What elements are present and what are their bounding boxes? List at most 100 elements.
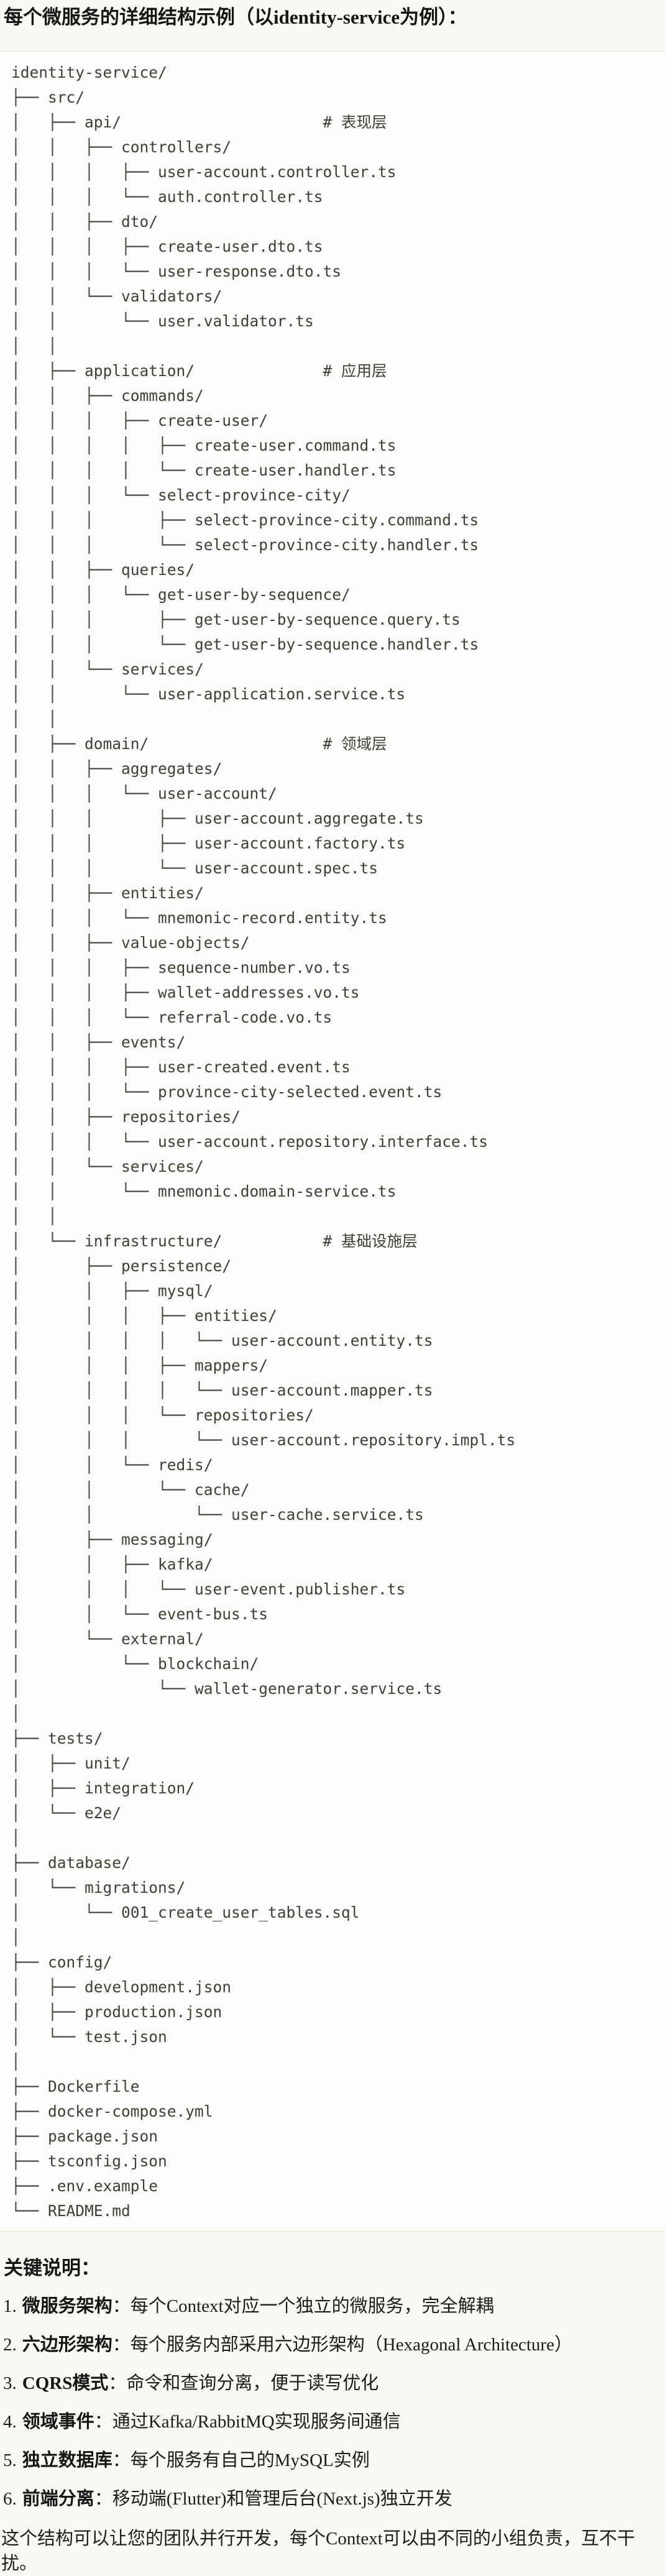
note-label: 领域事件 [22, 2412, 94, 2432]
tree-line: │ │ └── validators/ [11, 287, 222, 305]
note-item: 2.六边形架构：每个服务内部采用六边形架构（Hexagonal Architec… [3, 2332, 660, 2357]
note-text: ：每个服务内部采用六边形架构（Hexagonal Architecture） [112, 2335, 572, 2355]
tree-line: │ │ └── services/ [11, 660, 204, 678]
tree-line: │ │ │ ├── create-user/ [11, 412, 268, 430]
tree-line: │ │ │ └── referral-code.vo.ts [11, 1008, 332, 1026]
note-label: 六边形架构 [22, 2335, 112, 2355]
tree-line: │ └── external/ [11, 1630, 204, 1648]
tree-line: ├── src/ [11, 88, 85, 106]
tree-line: │ │ ├── mysql/ [11, 1282, 213, 1300]
page-title: 每个微服务的详细结构示例（以identity-service为例）： [4, 6, 467, 28]
tree-line: │ │ │ ├── get-user-by-sequence.query.ts [11, 610, 461, 628]
note-number: 3. [3, 2373, 17, 2393]
tree-line: │ [11, 1928, 21, 1946]
tree-line: │ │ ├── commands/ [11, 387, 204, 405]
note-label: 微服务架构 [22, 2296, 112, 2316]
tree-line: ├── config/ [11, 1953, 112, 1971]
closing-paragraph: 这个结构可以让您的团队并行开发，每个Context可以由不同的小组负责，互不干扰… [1, 2529, 635, 2574]
tree-line: │ │ │ └── province-city-selected.event.t… [11, 1083, 443, 1101]
tree-line: │ │ ├── dto/ [11, 213, 158, 231]
tree-line: │ ├── unit/ [11, 1754, 131, 1772]
tree-line: │ ├── development.json [11, 1978, 232, 1996]
tree-line: ├── .env.example [11, 2177, 158, 2195]
tree-line: │ │ │ └── user-account.spec.ts [11, 859, 378, 877]
note-label: 独立数据库 [22, 2450, 112, 2470]
tree-line: │ │ │ └── get-user-by-sequence/ [11, 586, 351, 604]
tree-line: │ │ ├── events/ [11, 1033, 186, 1051]
tree-line: │ └── migrations/ [11, 1879, 186, 1897]
tree-line: │ │ │ ├── select-province-city.command.t… [11, 511, 479, 529]
note-number: 1. [3, 2296, 17, 2316]
tree-line: │ │ ├── aggregates/ [11, 760, 222, 778]
document-page: 每个微服务的详细结构示例（以identity-service为例）： ident… [0, 4, 665, 2576]
notes-heading: 关键说明： [4, 2257, 100, 2279]
tree-line: │ │ ├── entities/ [11, 884, 204, 902]
notes-list: 1.微服务架构：每个Context对应一个独立的微服务，完全解耦 2.六边形架构… [0, 2294, 665, 2511]
tree-line: ├── tests/ [11, 1729, 103, 1747]
tree-line: │ │ │ │ └── create-user.handler.ts [11, 461, 397, 479]
tree-line: │ │ └── redis/ [11, 1456, 213, 1474]
tree-line: │ │ │ │ └── user-account.entity.ts [11, 1332, 433, 1350]
tree-line: │ └── e2e/ [11, 1804, 122, 1822]
tree-line: │ │ │ └── repositories/ [11, 1406, 314, 1424]
tree-line: │ │ │ └── auth.controller.ts [11, 188, 323, 206]
tree-line: │ └── wallet-generator.service.ts [11, 1680, 443, 1698]
tree-line: ├── docker-compose.yml [11, 2102, 213, 2120]
tree-line: │ │ │ └── user-event.publisher.ts [11, 1580, 406, 1598]
note-text: ：每个服务有自己的MySQL实例 [112, 2450, 370, 2470]
tree-line: │ │ ├── kafka/ [11, 1555, 213, 1573]
note-item: 4.领域事件：通过Kafka/RabbitMQ实现服务间通信 [3, 2409, 660, 2434]
tree-line: │ ├── integration/ [11, 1779, 195, 1797]
tree-line: │ │ │ └── mnemonic-record.entity.ts [11, 909, 387, 927]
note-text: ：移动端(Flutter)和管理后台(Next.js)独立开发 [94, 2489, 452, 2509]
tree-line: │ │ │ ├── user-created.event.ts [11, 1058, 351, 1076]
note-item: 6.前端分离：移动端(Flutter)和管理后台(Next.js)独立开发 [3, 2486, 660, 2511]
tree-line: │ │ │ ├── entities/ [11, 1307, 277, 1325]
note-number: 4. [3, 2412, 17, 2432]
tree-line: │ │ │ └── user-response.dto.ts [11, 262, 342, 280]
tree-line: │ ├── application/ # 应用层 [11, 362, 387, 380]
note-item: 1.微服务架构：每个Context对应一个独立的微服务，完全解耦 [3, 2294, 660, 2319]
note-text: ：通过Kafka/RabbitMQ实现服务间通信 [94, 2412, 401, 2432]
tree-line: │ │ └── user-cache.service.ts [11, 1506, 424, 1524]
tree-line: │ │ │ └── get-user-by-sequence.handler.t… [11, 635, 479, 653]
tree-line: │ │ │ │ └── user-account.mapper.ts [11, 1381, 433, 1399]
tree-line: │ │ │ ├── mappers/ [11, 1356, 268, 1374]
tree-line: │ [11, 1704, 21, 1723]
tree-line: ├── database/ [11, 1854, 131, 1872]
tree-line: │ [11, 1829, 21, 1847]
tree-line: │ ├── persistence/ [11, 1257, 232, 1275]
tree-line: │ ├── messaging/ [11, 1530, 213, 1548]
tree-line: │ │ │ ├── create-user.dto.ts [11, 237, 323, 255]
tree-line: │ │ │ ├── sequence-number.vo.ts [11, 959, 351, 977]
directory-tree: identity-service/├── src/│ ├── api/ # 表现… [11, 60, 655, 2224]
tree-line: ├── package.json [11, 2127, 158, 2145]
note-number: 6. [3, 2489, 17, 2509]
tree-line: │ │ ├── repositories/ [11, 1108, 241, 1126]
tree-line: │ └── 001_create_user_tables.sql [11, 1903, 360, 1921]
tree-line: │ └── infrastructure/ # 基础设施层 [11, 1232, 418, 1250]
tree-line: │ ├── api/ # 表现层 [11, 113, 387, 131]
tree-line: │ │ ├── controllers/ [11, 138, 232, 156]
tree-line: │ │ │ └── user-account/ [11, 784, 277, 803]
tree-line: │ ├── production.json [11, 2003, 222, 2021]
tree-line: │ │ │ ├── wallet-addresses.vo.ts [11, 983, 360, 1001]
tree-line: │ │ │ ├── user-account.aggregate.ts [11, 809, 424, 827]
code-block: identity-service/├── src/│ ├── api/ # 表现… [0, 51, 665, 2232]
tree-line: ├── tsconfig.json [11, 2152, 167, 2170]
tree-line: │ │ └── mnemonic.domain-service.ts [11, 1182, 397, 1200]
tree-line: │ │ [11, 710, 57, 728]
tree-line: │ │ └── event-bus.ts [11, 1605, 268, 1623]
note-label: 前端分离 [22, 2489, 94, 2509]
tree-line: │ │ └── services/ [11, 1157, 204, 1175]
note-item: 5.独立数据库：每个服务有自己的MySQL实例 [3, 2448, 660, 2473]
tree-line: │ │ [11, 337, 57, 355]
note-text: ：命令和查询分离，便于读写优化 [108, 2373, 379, 2393]
tree-line: │ │ │ └── user-account.repository.interf… [11, 1133, 488, 1151]
tree-line: │ │ │ └── select-province-city/ [11, 486, 351, 504]
tree-line: │ └── blockchain/ [11, 1655, 259, 1673]
tree-line: │ │ │ └── select-province-city.handler.t… [11, 536, 479, 554]
tree-line: │ │ │ │ ├── create-user.command.ts [11, 436, 397, 454]
note-number: 2. [3, 2335, 17, 2355]
note-number: 5. [3, 2450, 17, 2470]
